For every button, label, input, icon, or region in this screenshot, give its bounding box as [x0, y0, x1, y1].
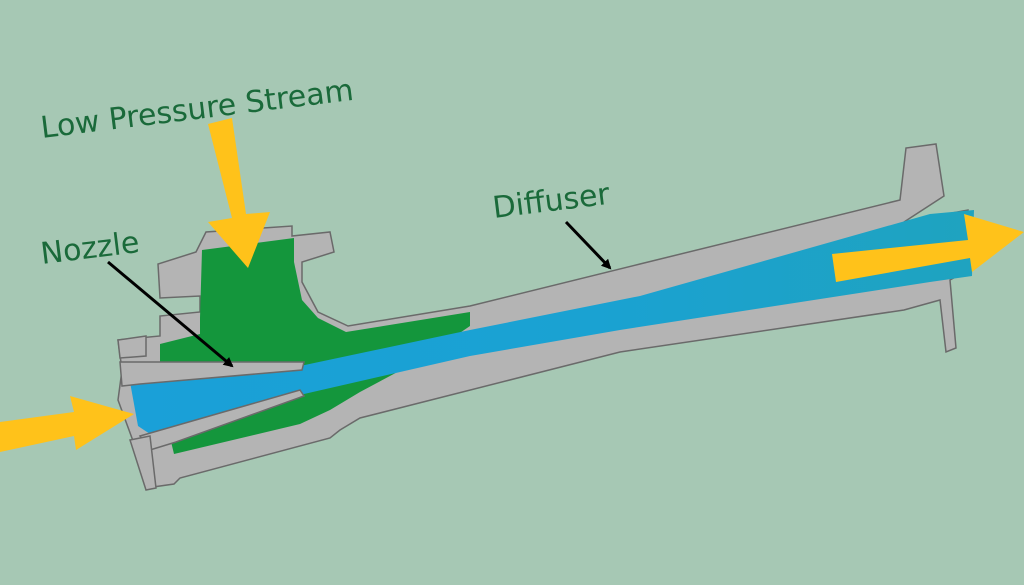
diffuser-label: Diffuser: [491, 177, 613, 226]
nozzle-pointer: [107, 260, 234, 368]
motive-inlet-arrow: [0, 396, 134, 452]
low-pressure-inlet-arrow: [208, 118, 270, 268]
diffuser-pointer: [564, 220, 612, 270]
nozzle-upper-wall: [119, 361, 305, 387]
motive-stream: [130, 210, 974, 434]
nozzle-label: Nozzle: [39, 225, 142, 272]
inlet-flange-top: [117, 335, 147, 359]
discharge-arrow: [832, 214, 1024, 282]
low-pressure-stream-label: Low Pressure Stream: [39, 73, 356, 146]
inlet-flange-bottom: [129, 435, 157, 491]
